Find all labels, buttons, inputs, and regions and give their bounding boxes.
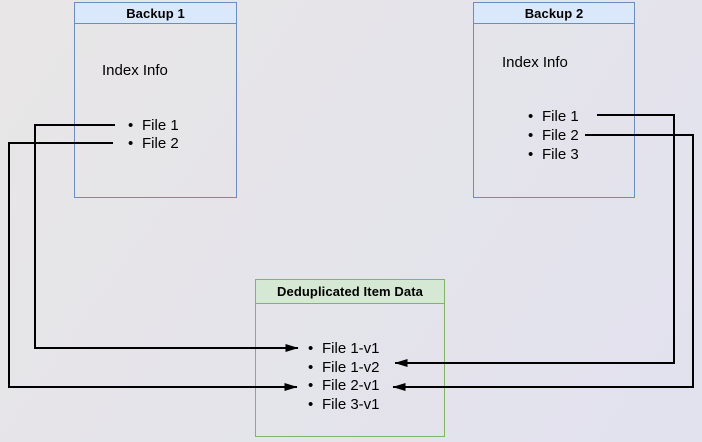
backup1-index-info-label: Index Info <box>102 62 168 79</box>
dedup-item: File 1-v1 <box>308 340 380 359</box>
dedup-box: Deduplicated Item Data File 1-v1 File 1-… <box>255 279 445 437</box>
dedup-item-list: File 1-v1 File 1-v2 File 2-v1 File 3-v1 <box>308 340 380 414</box>
backup2-file-item: File 2 <box>528 126 579 145</box>
backup1-title: Backup 1 <box>75 3 236 24</box>
backup1-file-item: File 2 <box>128 135 179 153</box>
backup2-title: Backup 2 <box>474 3 634 24</box>
backup1-file-item: File 1 <box>128 117 179 135</box>
dedup-title: Deduplicated Item Data <box>256 280 444 304</box>
backup2-index-info-label: Index Info <box>502 54 568 71</box>
dedup-item: File 1-v2 <box>308 359 380 378</box>
backup2-file-item: File 1 <box>528 107 579 126</box>
backup2-box: Backup 2 Index Info File 1 File 2 File 3 <box>473 2 635 198</box>
backup1-box: Backup 1 Index Info File 1 File 2 <box>74 2 237 198</box>
backup2-file-item: File 3 <box>528 145 579 164</box>
dedup-item: File 2-v1 <box>308 377 380 396</box>
backup1-file-list: File 1 File 2 <box>128 117 179 153</box>
backup2-file-list: File 1 File 2 File 3 <box>528 107 579 164</box>
dedup-item: File 3-v1 <box>308 396 380 415</box>
